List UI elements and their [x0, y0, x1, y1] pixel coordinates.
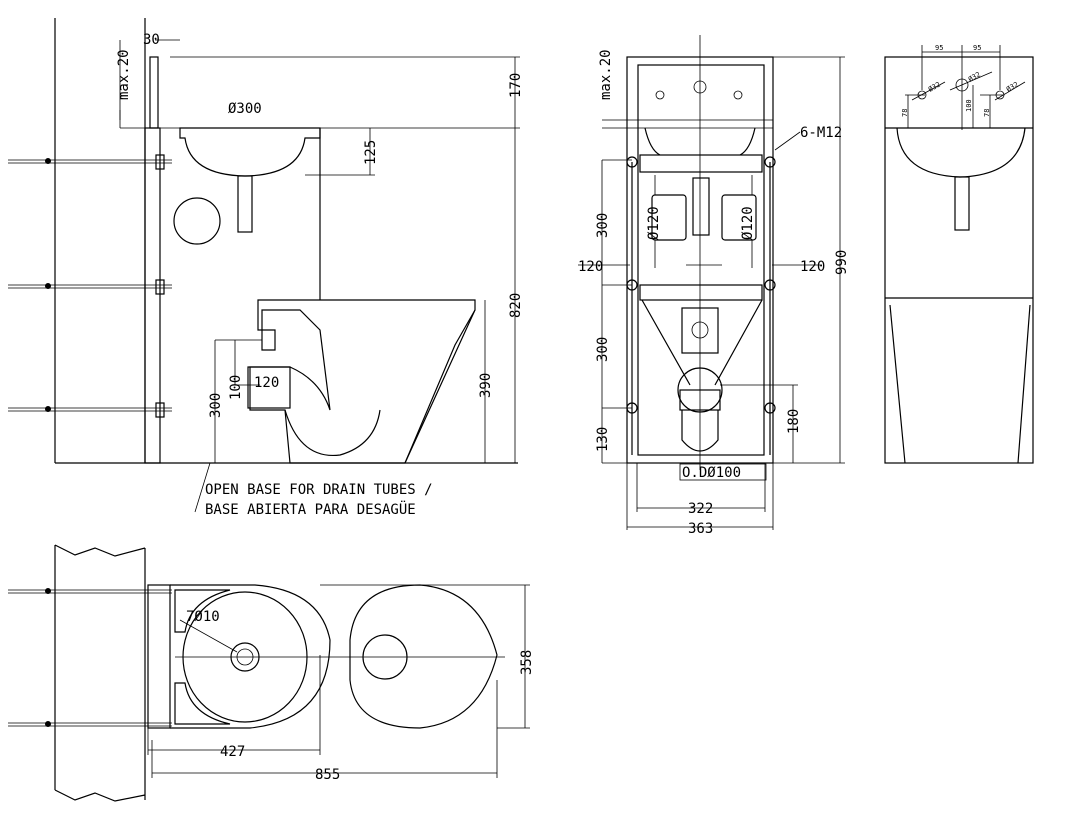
svg-text:820: 820 [508, 293, 524, 318]
svg-text:120: 120 [254, 375, 279, 391]
svg-text:95: 95 [935, 44, 943, 52]
svg-text:300: 300 [595, 337, 611, 362]
side-view: 30 max.20 Ø300 170 125 820 390 300 100 1… [8, 18, 524, 518]
svg-text:Ø32: Ø32 [967, 70, 982, 83]
wall-plate [149, 56, 159, 129]
svg-text:300: 300 [208, 393, 224, 418]
svg-text:358: 358 [519, 650, 535, 675]
holes-label: 7Ø10 [186, 609, 220, 625]
svg-text:855: 855 [315, 767, 340, 783]
svg-text:Ø120: Ø120 [646, 206, 662, 240]
svg-text:78: 78 [901, 109, 909, 117]
svg-text:30: 30 [143, 32, 160, 48]
svg-text:120: 120 [578, 259, 603, 275]
anchor-bolts [8, 159, 172, 412]
toilet-pan [249, 299, 476, 464]
wall [54, 544, 146, 802]
svg-text:max.20: max.20 [598, 49, 614, 100]
svg-text:390: 390 [478, 373, 494, 398]
svg-text:Ø300: Ø300 [228, 101, 262, 117]
drain-note-line2: BASE ABIERTA PARA DESAGÜE [205, 500, 416, 518]
basin-drain [237, 175, 253, 233]
front-view: max.20 6-M12 300 300 130 120 120 Ø120 Ø1… [578, 35, 850, 537]
svg-text:Ø32: Ø32 [927, 80, 942, 93]
outlet-label: O.DØ100 [682, 465, 741, 481]
svg-text:363: 363 [688, 521, 713, 537]
access-hole [173, 197, 221, 245]
svg-text:Ø120: Ø120 [740, 206, 756, 240]
plan-view: 7Ø10 358 427 855 [8, 544, 535, 802]
svg-text:125: 125 [363, 140, 379, 165]
svg-text:300: 300 [595, 213, 611, 238]
svg-text:78: 78 [983, 109, 991, 117]
svg-text:Ø32: Ø32 [1005, 80, 1020, 93]
drain-note-line1: OPEN BASE FOR DRAIN TUBES / [205, 482, 433, 498]
svg-text:170: 170 [508, 73, 524, 98]
svg-text:max.20: max.20 [116, 49, 132, 100]
right-side-view: 95 95 Ø32 Ø32 Ø32 100 78 78 [884, 44, 1034, 464]
svg-text:427: 427 [220, 744, 245, 760]
svg-text:120: 120 [800, 259, 825, 275]
svg-text:95: 95 [973, 44, 981, 52]
svg-text:100: 100 [965, 99, 973, 112]
svg-text:180: 180 [786, 409, 802, 434]
svg-text:990: 990 [834, 250, 850, 275]
washbasin [179, 127, 321, 177]
svg-text:100: 100 [228, 375, 244, 400]
svg-text:322: 322 [688, 501, 713, 517]
svg-text:130: 130 [595, 427, 611, 452]
bolt-label: 6-M12 [800, 125, 842, 141]
frame-panel [144, 127, 161, 464]
